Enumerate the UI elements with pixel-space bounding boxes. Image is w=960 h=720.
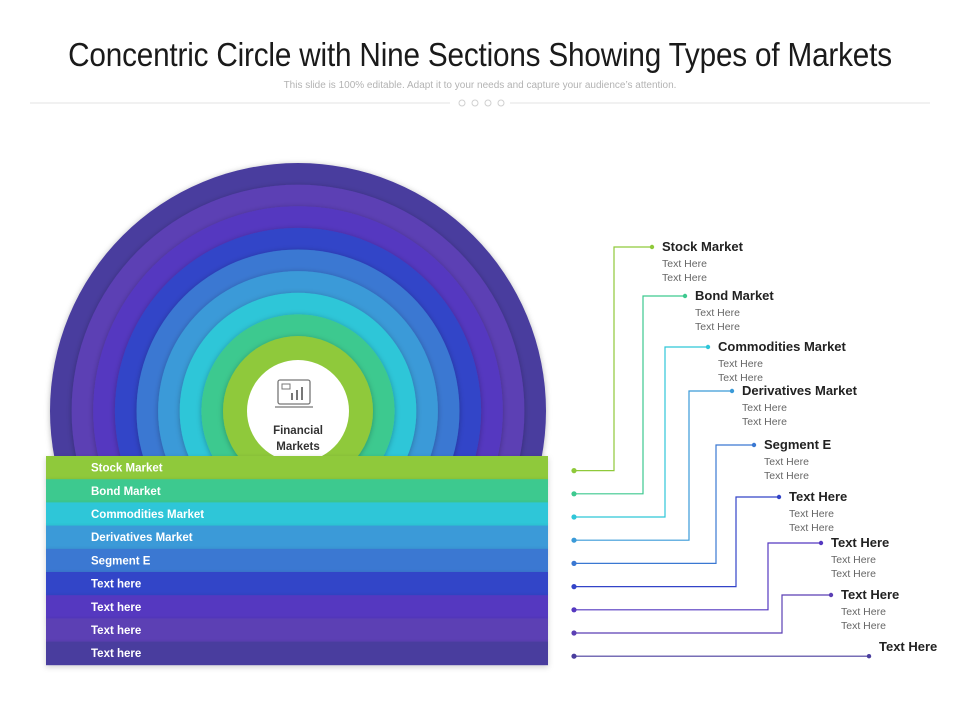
connector-end-dot bbox=[649, 244, 655, 250]
divider-dot bbox=[484, 99, 492, 107]
connector-start-dot bbox=[571, 607, 577, 613]
callout-title: Segment E bbox=[764, 437, 832, 452]
center-label-line1: Financial bbox=[273, 425, 323, 437]
callout-text-line: Text Here bbox=[764, 456, 809, 468]
callout-text-line: Text Here bbox=[662, 258, 707, 270]
slide-subtitle: This slide is 100% editable. Adapt it to… bbox=[283, 80, 677, 91]
callout-title: Stock Market bbox=[662, 239, 744, 254]
section-band-label: Text here bbox=[91, 579, 141, 591]
connector-line-3 bbox=[574, 346, 708, 518]
callout-title: Text Here bbox=[831, 535, 889, 550]
divider-dot bbox=[471, 99, 479, 107]
connector-line-8 bbox=[574, 594, 831, 634]
callout-text-line: Text Here bbox=[789, 508, 834, 520]
callout-text-line: Text Here bbox=[764, 470, 809, 482]
section-band-7[interactable]: Text here bbox=[46, 595, 548, 619]
connector-start-dot bbox=[571, 491, 577, 497]
callout-text-line: Text Here bbox=[742, 402, 787, 414]
callout-title: Text Here bbox=[841, 587, 899, 602]
connector-end-dot bbox=[776, 494, 782, 500]
callout-text-line: Text Here bbox=[662, 272, 707, 284]
callout-title: Derivatives Market bbox=[742, 383, 858, 398]
connector-end-dot bbox=[828, 592, 834, 598]
connector-end-dot bbox=[682, 293, 688, 299]
callout-title: Text Here bbox=[879, 639, 937, 654]
divider-dot bbox=[458, 99, 466, 107]
section-band-2[interactable]: Bond Market bbox=[46, 479, 548, 503]
section-band-label: Text here bbox=[91, 625, 141, 637]
section-band-4[interactable]: Derivatives Market bbox=[46, 525, 548, 550]
section-band-8[interactable]: Text here bbox=[46, 618, 548, 642]
section-band-label: Text here bbox=[91, 648, 141, 660]
financial-chart-monitor-icon bbox=[275, 379, 313, 408]
connector-line-7 bbox=[574, 542, 821, 611]
connector-end-dot bbox=[818, 540, 824, 546]
connector-start-dot bbox=[571, 630, 577, 636]
connector-line-5 bbox=[574, 444, 754, 565]
callout-text-line: Text Here bbox=[841, 606, 886, 618]
callout-title: Commodities Market bbox=[718, 339, 847, 354]
callout-connectors bbox=[571, 244, 872, 659]
section-band-6[interactable]: Text here bbox=[46, 572, 548, 596]
connector-end-dot bbox=[751, 442, 757, 448]
callout-text-line: Text Here bbox=[695, 321, 740, 333]
section-band-label: Derivatives Market bbox=[91, 532, 193, 544]
connector-line-4 bbox=[574, 390, 732, 541]
header-divider bbox=[30, 99, 930, 107]
connector-line-6 bbox=[574, 496, 779, 588]
center-label-line2: Markets bbox=[276, 441, 319, 453]
callout-title: Text Here bbox=[789, 489, 847, 504]
callout-text-line: Text Here bbox=[831, 568, 876, 580]
section-band-5[interactable]: Segment E bbox=[46, 548, 548, 573]
callout-text-line: Text Here bbox=[718, 358, 763, 370]
callout-text-line: Text Here bbox=[841, 620, 886, 632]
callout-text-line: Text Here bbox=[718, 372, 763, 384]
callout-text-line: Text Here bbox=[789, 522, 834, 534]
connector-line-1 bbox=[574, 246, 652, 472]
connector-start-dot bbox=[571, 560, 577, 567]
callout-text-line: Text Here bbox=[695, 307, 740, 319]
section-band-label: Segment E bbox=[91, 555, 151, 567]
center-node: Financial Markets bbox=[247, 360, 349, 462]
connector-end-dot bbox=[866, 654, 872, 659]
connector-start-dot bbox=[571, 514, 577, 520]
callout-text-line: Text Here bbox=[831, 554, 876, 566]
connector-start-dot bbox=[571, 468, 577, 474]
section-band-3[interactable]: Commodities Market bbox=[46, 502, 548, 526]
callout-9: Text Here bbox=[879, 639, 937, 654]
section-band-1[interactable]: Stock Market bbox=[46, 456, 548, 480]
section-band-label: Bond Market bbox=[91, 486, 161, 498]
section-band-label: Stock Market bbox=[91, 463, 163, 475]
section-band-9[interactable]: Text here bbox=[46, 641, 548, 666]
connector-end-dot bbox=[729, 388, 735, 394]
connector-start-dot bbox=[571, 584, 577, 590]
section-band-label: Text here bbox=[91, 602, 141, 614]
callout-text-line: Text Here bbox=[742, 416, 787, 428]
divider-dot bbox=[497, 99, 505, 107]
connector-line-2 bbox=[574, 295, 685, 495]
connector-start-dot bbox=[571, 653, 577, 659]
callout-title: Bond Market bbox=[695, 288, 774, 303]
section-band-label: Commodities Market bbox=[91, 509, 204, 521]
connector-start-dot bbox=[571, 537, 577, 543]
slide-title: Concentric Circle with Nine Sections Sho… bbox=[68, 36, 892, 73]
connector-end-dot bbox=[705, 344, 711, 350]
